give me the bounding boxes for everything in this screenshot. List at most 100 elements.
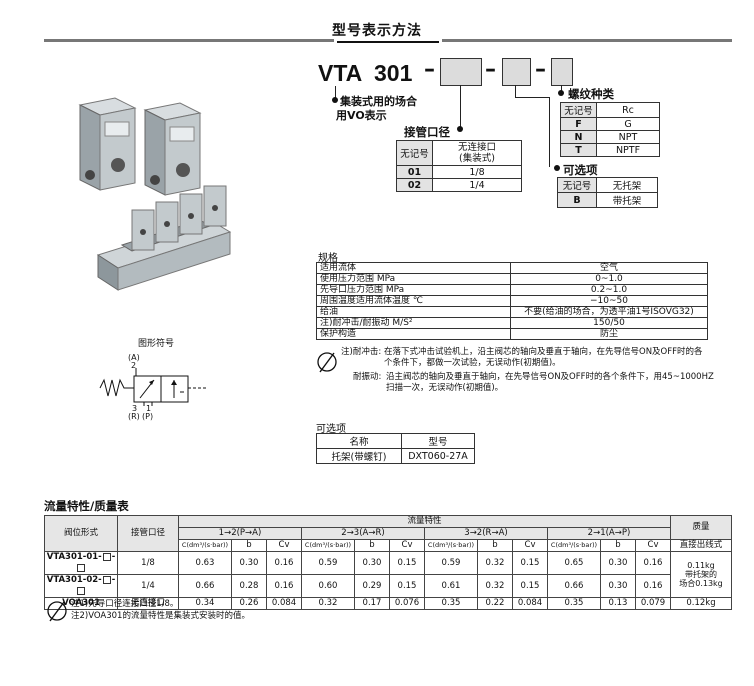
port-row-0-code: 无记号 bbox=[396, 140, 433, 166]
flow-row-1-v0: 0.66 bbox=[178, 574, 232, 598]
spec-key-4: 给油 bbox=[316, 306, 511, 318]
spec-val-1: 0~1.0 bbox=[510, 273, 708, 285]
flow-row-1-v9: 0.66 bbox=[547, 574, 601, 598]
flow-row-0-v6: 0.59 bbox=[424, 551, 478, 575]
port-row-1-value: 1/8 bbox=[432, 165, 522, 179]
leader-option-b bbox=[515, 97, 549, 98]
spec-note1-label: 注)耐冲击: bbox=[341, 347, 382, 357]
flow-group-2: 3→2(R→A) bbox=[424, 527, 548, 540]
flow-sub-cv-3: Cv bbox=[635, 539, 671, 552]
flow-row-0-v4: 0.30 bbox=[354, 551, 390, 575]
model-number: 301 bbox=[374, 60, 413, 86]
leader-option-dot bbox=[554, 165, 560, 171]
flow-row-1-port: 1/4 bbox=[117, 574, 179, 598]
port-row-0-value: 无连接口(集装式) bbox=[432, 140, 522, 166]
accessory-header-model: 型号 bbox=[401, 433, 475, 449]
flow-row-2-v8: 0.084 bbox=[512, 597, 548, 610]
port-row-1-code: 01 bbox=[396, 165, 433, 179]
flow-sub-b-2: b bbox=[477, 539, 513, 552]
flow-note-1: 注1)先导口径连接口径1/8。 bbox=[71, 599, 179, 609]
flow-h-port: 接管口径 bbox=[117, 515, 179, 552]
flow-row-1-v7: 0.32 bbox=[477, 574, 513, 598]
spec-val-4: 不要(给油的场合，为透平油1号ISOVG32) bbox=[510, 306, 708, 318]
dash-2: – bbox=[485, 57, 496, 82]
symbol-port-a-num: 2 bbox=[131, 361, 137, 370]
flow-sub-b-1: b bbox=[354, 539, 390, 552]
title-rule-left bbox=[44, 39, 334, 42]
port-row-2-code: 02 bbox=[396, 178, 433, 192]
product-illustration bbox=[78, 97, 232, 291]
option-label: 可选项 bbox=[563, 163, 598, 177]
flow-sub-b-3: b bbox=[600, 539, 636, 552]
leader-thread-dot bbox=[558, 90, 564, 96]
symbol-caption: 图形符号 bbox=[138, 339, 175, 349]
accessory-title: 可选项 bbox=[316, 424, 346, 435]
flow-row-2-v3: 0.32 bbox=[301, 597, 355, 610]
slot-port-size bbox=[440, 58, 482, 86]
option-row-0-code: 无记号 bbox=[557, 177, 597, 193]
flow-row-2-v9: 0.35 bbox=[547, 597, 601, 610]
dash-3: – bbox=[535, 57, 546, 82]
page-title: 型号表示方法 bbox=[332, 23, 422, 39]
spec-val-5: 150/50 bbox=[510, 317, 708, 329]
flow-row-1-v3: 0.60 bbox=[301, 574, 355, 598]
thread-table: 无记号 Rc F G N NPT T NPTF bbox=[560, 102, 660, 157]
flow-row-2-v7: 0.22 bbox=[477, 597, 513, 610]
port-table: 无记号 无连接口(集装式) 01 1/8 02 1/4 bbox=[396, 140, 522, 192]
thread-row-0-code: 无记号 bbox=[560, 102, 597, 118]
flow-row-2-v1: 0.26 bbox=[231, 597, 267, 610]
thread-label: 螺纹种类 bbox=[568, 87, 614, 101]
flow-sub-c-3: C(dm³/(s·bar)) bbox=[547, 539, 601, 552]
flow-sub-b-0: b bbox=[231, 539, 267, 552]
spec-key-3: 周围温度适用流体温度 ℃ bbox=[316, 295, 511, 307]
symbol-port-p: (P) bbox=[142, 412, 154, 421]
valve-symbol-icon bbox=[99, 368, 208, 406]
thread-row-0-value: Rc bbox=[596, 102, 660, 118]
flow-row-2-v11: 0.079 bbox=[635, 597, 671, 610]
spec-note2: 沿主阀芯的轴向及垂直于轴向，在先导信号ON及OFF时的各个条件下，用45~100… bbox=[386, 372, 714, 393]
flow-row-2-model: VOA301 bbox=[44, 597, 118, 610]
flow-row-2-v0: 0.34 bbox=[178, 597, 232, 610]
flow-row-0-port: 1/8 bbox=[117, 551, 179, 575]
flow-note-pen-icon bbox=[47, 601, 67, 622]
flow-h-mass: 质量 bbox=[670, 515, 732, 540]
flow-group-0: 1→2(P→A) bbox=[178, 527, 302, 540]
note-pen-icon bbox=[317, 352, 337, 373]
flow-row-0-v9: 0.65 bbox=[547, 551, 601, 575]
flow-row-1-v2: 0.16 bbox=[266, 574, 302, 598]
option-row-0-value: 无托架 bbox=[596, 177, 658, 193]
leader-model-dot bbox=[332, 97, 338, 103]
leader-option-a bbox=[515, 85, 516, 97]
thread-row-3-code: T bbox=[560, 143, 597, 157]
flow-row-0-v7: 0.32 bbox=[477, 551, 513, 575]
model-desc-line1: 集装式用的场合 bbox=[340, 95, 417, 108]
flow-row-2-v2: 0.084 bbox=[266, 597, 302, 610]
flow-sub-c-1: C(dm³/(s·bar)) bbox=[301, 539, 355, 552]
flow-row-2-v10: 0.13 bbox=[600, 597, 636, 610]
spec-key-1: 使用压力范围 MPa bbox=[316, 273, 511, 285]
flow-row-1-v4: 0.29 bbox=[354, 574, 390, 598]
single-valve-icon-1 bbox=[78, 97, 137, 191]
slot-thread bbox=[551, 58, 573, 86]
flow-table: 阀位形式 接管口径 流量特性 质量 1→2(P→A) 2→3(A→R) 3→2(… bbox=[44, 515, 732, 610]
flow-h-valve: 阀位形式 bbox=[44, 515, 118, 552]
thread-row-1-value: G bbox=[596, 117, 660, 131]
accessory-name: 托架(带螺钉) bbox=[316, 448, 402, 464]
flow-note-2: 注2)VOA301的流量特性是集装式安装时的值。 bbox=[71, 611, 250, 621]
title-underline bbox=[337, 41, 439, 43]
symbol-port-r-num: 3 bbox=[132, 404, 138, 413]
spec-key-5: 注)耐冲击/耐振动 M/S² bbox=[316, 317, 511, 329]
slot-option bbox=[502, 58, 531, 86]
port-label: 接管口径 bbox=[404, 125, 450, 139]
thread-row-2-code: N bbox=[560, 130, 597, 144]
option-row-1-code: B bbox=[557, 192, 597, 208]
leader-port-dot bbox=[457, 126, 463, 132]
leader-model bbox=[335, 86, 336, 100]
accessory-header-name: 名称 bbox=[316, 433, 402, 449]
flow-row-1-model: VTA301-02-- bbox=[44, 574, 118, 598]
flow-sub-cv-1: Cv bbox=[389, 539, 425, 552]
flow-row-1-v6: 0.61 bbox=[424, 574, 478, 598]
model-base: VTA bbox=[318, 60, 363, 86]
symbol-port-r: (R) bbox=[128, 412, 140, 421]
